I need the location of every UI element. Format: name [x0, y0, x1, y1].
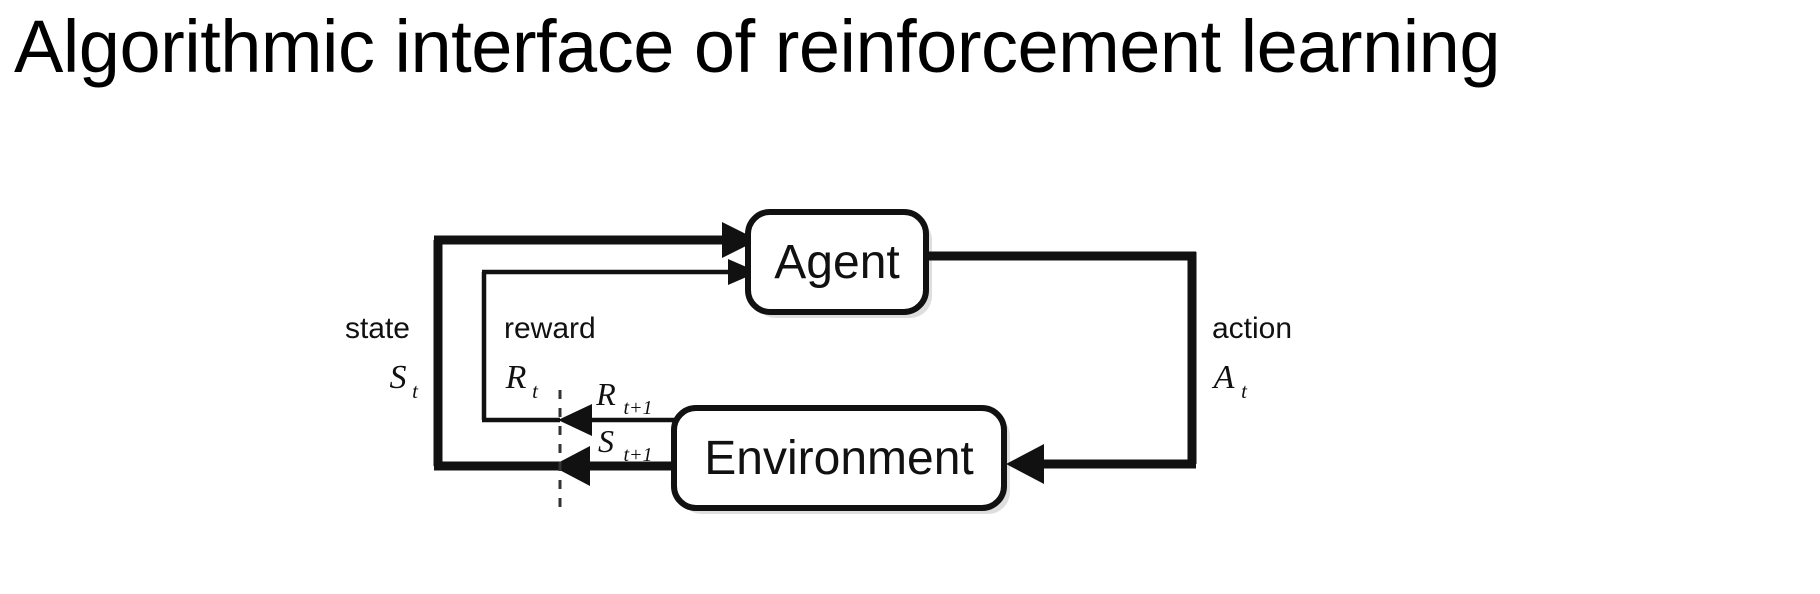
reward-symbol-subscript: t: [532, 379, 539, 403]
next-reward-arrow: [558, 404, 680, 436]
reward-label: reward: [504, 312, 596, 345]
state-feedback-path: [433, 222, 758, 471]
state-label: state: [345, 312, 410, 345]
next-state-label-group: S t+1: [598, 423, 653, 466]
state-label-group: state S t: [345, 312, 419, 403]
reward-symbol: R: [505, 359, 527, 396]
next-state-arrow: [552, 446, 680, 486]
agent-node[interactable]: Agent: [745, 209, 929, 315]
next-state-symbol-subscript: t+1: [623, 444, 652, 466]
action-symbol-subscript: t: [1241, 379, 1248, 403]
state-symbol: S: [390, 359, 407, 396]
action-label-group: action A t: [1212, 312, 1292, 403]
next-reward-symbol-subscript: t+1: [623, 397, 652, 419]
action-label: action: [1212, 312, 1292, 345]
action-symbol: A: [1212, 359, 1235, 396]
environment-node[interactable]: Environment: [671, 405, 1007, 511]
reward-label-group: reward R t: [504, 312, 596, 403]
environment-node-label: Environment: [704, 432, 973, 485]
action-path: [928, 251, 1197, 484]
next-reward-label-group: R t+1: [595, 376, 652, 419]
reward-feedback-path: [481, 259, 758, 423]
state-symbol-subscript: t: [412, 379, 419, 403]
next-reward-symbol: R: [595, 376, 616, 412]
agent-node-label: Agent: [774, 236, 899, 289]
rl-agent-environment-diagram: Agent Environment state S t reward R t: [0, 150, 1820, 594]
page-title: Algorithmic interface of reinforcement l…: [14, 5, 1500, 88]
next-state-symbol: S: [598, 423, 614, 459]
